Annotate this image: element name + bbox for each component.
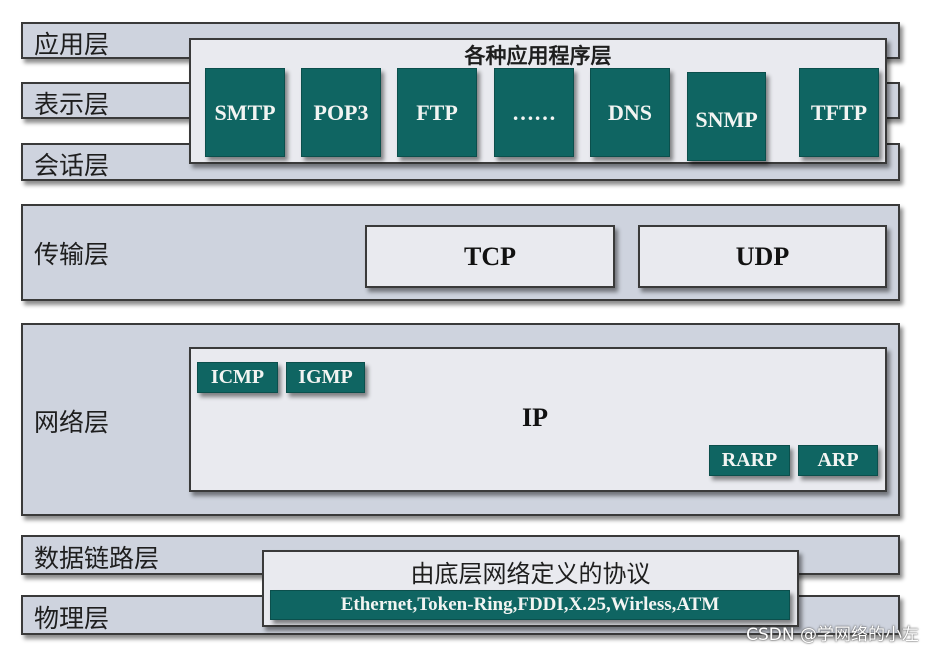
underlying-network-title: 由底层网络定义的协议 <box>410 560 651 588</box>
protocol-icmp: ICMP <box>197 362 278 393</box>
protocol-rarp: RARP <box>709 445 790 476</box>
protocol-ip: IP <box>522 403 548 432</box>
protocol-arp: ARP <box>798 445 878 476</box>
protocol-ellipsis: …… <box>494 68 574 157</box>
protocol-pop3: POP3 <box>301 68 381 157</box>
layer-label-network: 网络层 <box>34 408 110 437</box>
protocol-igmp: IGMP <box>286 362 365 393</box>
protocol-tftp: TFTP <box>799 68 879 157</box>
layer-label-transport: 传输层 <box>34 240 110 269</box>
application-programs-title: 各种应用程序层 <box>464 43 612 68</box>
layer-label-application: 应用层 <box>34 30 110 59</box>
protocol-snmp: SNMP <box>687 72 766 161</box>
layer-label-physical: 物理层 <box>34 604 110 633</box>
link-protocols-bar: Ethernet,Token-Ring,FDDI,X.25,Wirless,AT… <box>270 590 790 620</box>
protocol-tcp: TCP <box>365 225 615 288</box>
watermark: CSDN @学网络的小左 <box>746 625 919 645</box>
protocol-dns: DNS <box>590 68 670 157</box>
layer-label-presentation: 表示层 <box>34 90 110 119</box>
protocol-udp: UDP <box>638 225 887 288</box>
protocol-ftp: FTP <box>397 68 477 157</box>
protocol-smtp: SMTP <box>205 68 285 157</box>
layer-label-session: 会话层 <box>34 151 110 180</box>
layer-label-datalink: 数据链路层 <box>34 544 160 573</box>
